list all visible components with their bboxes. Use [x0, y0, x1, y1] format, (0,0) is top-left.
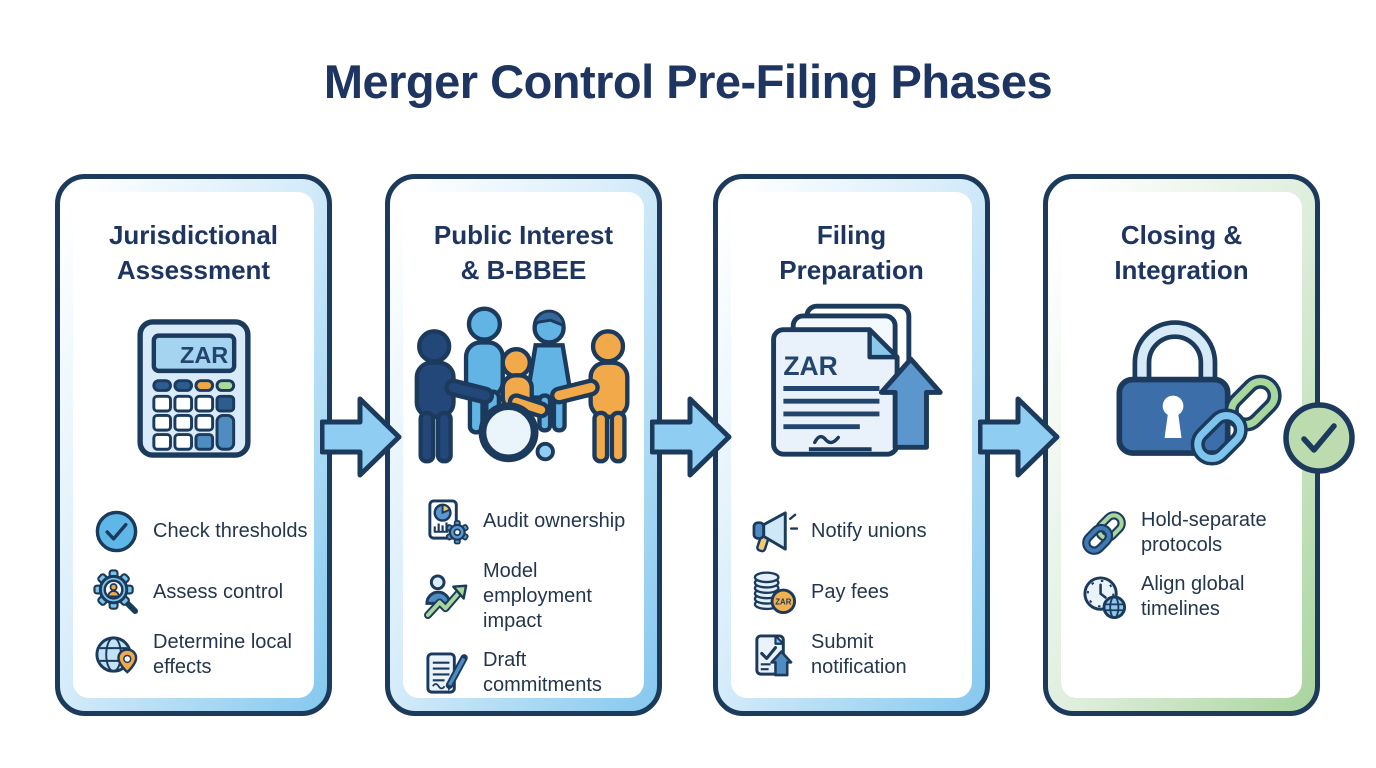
card-panel: Jurisdictional Assessment ZAR [73, 192, 314, 698]
list-item: Model employment impact [423, 559, 638, 634]
globe-pin-icon [93, 632, 140, 679]
list-item-label: Model employment impact [483, 560, 592, 632]
card-title: Public Interest & B-BBEE [433, 220, 614, 285]
list-item: Hold-separate protocols [1081, 508, 1296, 558]
card-items: Check thresholds [93, 508, 308, 680]
svg-text:ZAR: ZAR [783, 351, 837, 381]
card-items: Hold-separate protocols Align glob [1081, 508, 1296, 622]
list-item: Determine local effects [93, 630, 308, 680]
card-title: Jurisdictional Assessment [108, 220, 279, 285]
list-item-label: Align global timelines [1141, 573, 1245, 620]
card-items: Audit ownership Model employment impact [423, 498, 638, 698]
svg-text:ZAR: ZAR [179, 342, 227, 368]
person-growth-arrow-icon [423, 573, 470, 620]
list-item: Assess control [93, 569, 308, 616]
list-item: Submit notification [751, 630, 966, 680]
chain-link-icon [1081, 510, 1128, 557]
completion-check-icon [1280, 399, 1358, 477]
list-item: Align global timelines [1081, 572, 1296, 622]
card-title: Filing Preparation [779, 220, 924, 285]
megaphone-icon [751, 508, 798, 555]
card-panel: Public Interest & B-BBEE [403, 192, 644, 698]
flow-arrow-icon [649, 394, 732, 480]
card-panel: Filing Preparation ZAR [731, 192, 972, 698]
padlock-chain-icon [1061, 298, 1302, 478]
list-item: Audit ownership [423, 498, 638, 545]
phase-card-public-interest-bbbee: Public Interest & B-BBEE [385, 174, 662, 716]
check-circle-icon [93, 508, 140, 555]
list-item-label: Audit ownership [483, 510, 626, 532]
list-item-label: Assess control [153, 581, 284, 603]
gear-magnifier-icon [93, 569, 140, 616]
list-item: Check thresholds [93, 508, 308, 555]
list-item: Draft commitments [423, 648, 638, 698]
report-pie-gear-icon [423, 498, 470, 545]
document-pen-icon [423, 650, 470, 697]
page-title: Merger Control Pre-Filing Phases [323, 55, 1053, 108]
list-item-label: Draft commitments [483, 649, 602, 696]
documents-upload-icon: ZAR [731, 298, 972, 478]
flow-arrow-icon [977, 394, 1060, 480]
svg-text:ZAR: ZAR [775, 598, 791, 607]
list-item-label: Submit notification [811, 631, 907, 678]
list-item-label: Notify unions [811, 520, 927, 542]
phase-card-closing-integration: Closing & Integration [1043, 174, 1320, 716]
list-item-label: Pay fees [811, 581, 889, 603]
list-item: Notify unions [751, 508, 966, 555]
phase-card-jurisdictional-assessment: Jurisdictional Assessment ZAR [55, 174, 332, 716]
list-item-label: Hold-separate protocols [1141, 509, 1267, 556]
list-item: ZAR Pay fees [751, 569, 966, 616]
flow-arrow-icon [319, 394, 402, 480]
phase-card-filing-preparation: Filing Preparation ZAR [713, 174, 990, 716]
card-items: Notify unions [751, 508, 966, 680]
card-title: Closing & Integration [1114, 220, 1249, 285]
document-upload-small-icon [751, 632, 798, 679]
card-panel: Closing & Integration [1061, 192, 1302, 698]
coins-zar-icon: ZAR [751, 569, 798, 616]
list-item-label: Check thresholds [153, 520, 308, 542]
clock-globe-icon [1081, 574, 1128, 621]
diverse-people-icon [403, 298, 644, 468]
list-item-label: Determine local effects [153, 631, 292, 678]
calculator-zar-icon: ZAR [73, 298, 314, 478]
